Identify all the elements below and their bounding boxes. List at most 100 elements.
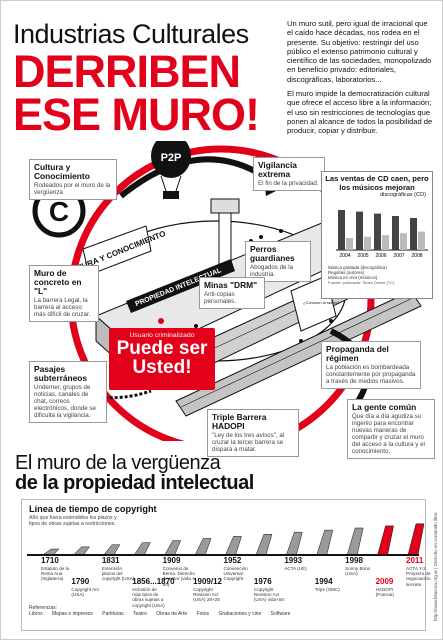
callout-perros: Perros guardianes Abogados de la industr…	[245, 241, 311, 282]
timeline-wall-segment	[316, 529, 334, 556]
timeline-wall-segment	[72, 546, 90, 556]
legend-item: Partituras	[102, 611, 124, 617]
chart-title: Las ventas de CD caen, pero los músicos …	[325, 174, 429, 192]
callout-concreto: Muro de concreto en "L" La barrera Legal…	[29, 265, 99, 322]
legend-label: Referencias:	[29, 605, 58, 611]
timeline-year: 1909	[162, 556, 181, 565]
legend-item: Mapas e impresos	[52, 611, 93, 617]
timeline-wall-segment	[346, 527, 364, 556]
chart-tick-label: 2006	[375, 253, 386, 259]
timeline-year: 1856...1870	[132, 577, 175, 586]
callout-perros-desc: Abogados de la industria.	[250, 264, 294, 278]
intro-paragraph-1: Un muro sutil, pero igual de irracional …	[287, 19, 432, 84]
timeline-year: 1952	[223, 556, 242, 565]
intro-text: Un muro sutil, pero igual de irracional …	[287, 19, 435, 141]
timeline-year: 1994	[314, 577, 333, 586]
callout-minas-title: Minas "DRM"	[204, 280, 258, 290]
timeline-year-desc: Inclusión de más tipos de obras sujetas …	[132, 587, 165, 608]
callout-vigilancia: Vigilancia extrema El fin de la privacid…	[253, 157, 325, 191]
wall-title-2: de la propiedad intelectual	[15, 472, 254, 494]
timeline-title: Línea de tiempo de copyright	[29, 504, 157, 514]
wall-title-1: El muro de la vergüenza	[15, 452, 221, 474]
callout-cultura-desc: Rodeados por el muro de la vergüenza	[34, 182, 111, 196]
timeline-year: 2011	[406, 556, 424, 565]
criminalized-small: Usuario criminalizado	[129, 332, 195, 339]
timeline-panel	[21, 499, 426, 631]
criminalized-user-box: Usuario criminalizado Puede ser Usted!	[109, 328, 215, 390]
timeline-year-desc: Copyright Act (USA)	[71, 587, 99, 598]
criminalized-big-2: Usted!	[132, 357, 192, 378]
callout-hadopi: Triple Barrera HADOPI "Ley de los tres a…	[207, 409, 299, 457]
timeline-year-desc: ACTA Y-2. Proyecto de negociación secret…	[406, 566, 431, 587]
chart-legend-item: Música grabada (discográfica)	[328, 265, 387, 270]
callout-hadopi-desc: "Ley de los tres avisos", al cruzar la t…	[212, 432, 285, 453]
callout-concreto-title: Muro de concreto en "L"	[34, 268, 82, 296]
callout-perros-title: Perros guardianes	[250, 244, 295, 263]
header-line1: Industrias Culturales	[13, 19, 249, 49]
p2p-label: P2P	[161, 152, 182, 164]
chart-bar	[418, 231, 425, 250]
timeline-year-desc: Copyright Revision Act (USA) vida+50	[253, 587, 284, 603]
red-figure	[158, 318, 164, 324]
timeline-year-desc: Copyright Revision Act (USA) 28+28	[193, 587, 220, 603]
timeline-year-desc: Convención Universal Copyright	[223, 566, 248, 582]
callout-pasajes-title: Pasajes subterráneos	[34, 364, 88, 383]
callout-concreto-desc: La barrera Legal, la barrera al acceso m…	[34, 297, 91, 318]
chart-subtitle: discográficas (CD)	[379, 192, 426, 198]
timeline-year-desc: Sonny Bono (USA)	[345, 566, 371, 577]
callout-gente-title: La gente común	[352, 402, 417, 412]
timeline-year: 1976	[253, 577, 272, 586]
callout-cultura-title: Cultura y Conocimiento	[34, 162, 90, 181]
timeline-year-desc: Estatuto de la Reina Ana (Inglaterra)	[41, 566, 70, 582]
callout-minas: Minas "DRM" Anti-copias personales.	[199, 277, 265, 309]
chart-tick-label: 2005	[357, 253, 368, 259]
svg-text:C: C	[49, 196, 69, 227]
timeline-wall-segment	[225, 536, 242, 556]
callout-cultura: Cultura y Conocimiento Rodeados por el m…	[29, 159, 117, 200]
timeline-subtitle: Año que fuera extendidos los plazos y ti…	[29, 515, 117, 527]
chart-bar	[392, 216, 399, 250]
timeline-year-desc: Trips (OMC)	[314, 587, 340, 592]
warning-sign-text: ¿Conocen la razón?	[303, 300, 340, 305]
chart-tick-label: 2008	[411, 253, 422, 259]
callout-gente: La gente común Que día a día agudiza su …	[347, 399, 435, 459]
timeline-walls	[27, 523, 425, 556]
legend: Referencias: Libros Mapas e impresos Par…	[29, 605, 298, 617]
watch-tower	[218, 210, 232, 267]
timeline-year: 1993	[284, 556, 303, 565]
chart-bar	[374, 213, 381, 250]
legend-item: Teatro	[132, 611, 147, 617]
callout-gente-desc: Que día a día agudiza su ingenio para en…	[352, 413, 425, 455]
timeline-wall-segment	[194, 538, 212, 556]
callout-propaganda-title: Propaganda del régimen	[326, 344, 389, 363]
callout-pasajes: Pasajes subterráneos Underner, grupos de…	[29, 361, 107, 423]
legend-item: Libros	[29, 611, 43, 617]
timeline-year: 1790	[71, 577, 90, 586]
timeline-wall-segment	[133, 542, 151, 556]
chart-tick-label: 2007	[393, 253, 404, 259]
chart-bar	[410, 218, 417, 250]
arrow-curve-top	[119, 156, 273, 199]
timeline-year-desc: ACTA (UE)	[284, 566, 307, 571]
legend-item: Obras de Arte	[156, 611, 188, 617]
callout-pasajes-desc: Underner, grupos de noticias, canales de…	[34, 384, 96, 419]
chart-legend: Música grabada (discográfica) Regalías (…	[322, 265, 432, 280]
timeline-year: 1831	[101, 556, 120, 565]
timeline-wall-segment	[285, 531, 303, 556]
callout-minas-desc: Anti-copias personales.	[204, 291, 236, 305]
timeline-wall-segment	[164, 540, 182, 556]
property-sign	[126, 259, 235, 313]
timeline-year: 1909/12	[193, 577, 222, 586]
chart-bar	[400, 233, 407, 250]
chart-bar	[338, 210, 345, 250]
chart-bar	[382, 235, 389, 250]
chart-bar	[346, 238, 353, 250]
timeline-year-desc: HADOPI (Francia)	[375, 587, 394, 598]
timeline-wall-segment	[255, 534, 273, 556]
timeline-wall-segment	[103, 544, 121, 556]
callout-vigilancia-title: Vigilancia extrema	[258, 160, 297, 179]
legend-item: Fotos	[196, 611, 210, 617]
criminalized-big-1: Puede ser	[116, 338, 208, 359]
